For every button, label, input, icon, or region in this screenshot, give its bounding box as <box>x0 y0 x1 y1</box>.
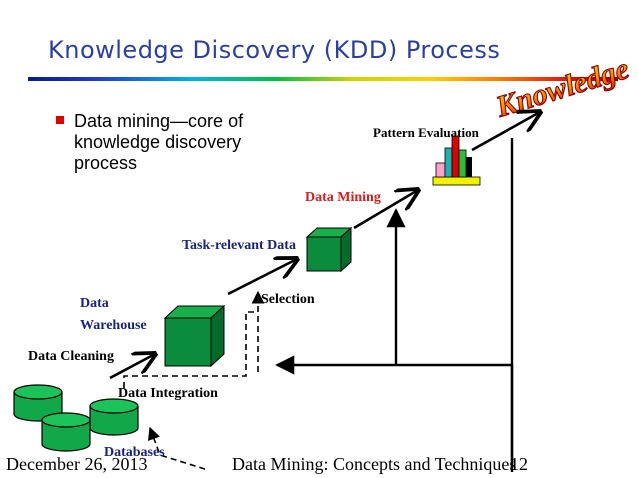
pattern-bar-chart-icon <box>432 135 481 186</box>
arrow-mining <box>353 190 418 230</box>
data-warehouse-cube-icon <box>163 304 226 368</box>
arrow-cleaning <box>109 354 155 380</box>
dashed-integration-path <box>123 311 258 388</box>
label-pattern-evaluation: Pattern Evaluation <box>373 125 480 140</box>
label-data-cleaning: Data Cleaning <box>28 349 114 364</box>
label-data-mining: Data Mining <box>305 190 381 205</box>
label-selection: Selection <box>261 292 315 307</box>
arrow-selection <box>227 259 297 296</box>
database-cylinder <box>89 398 139 436</box>
task-relevant-data-cube-icon <box>305 226 353 273</box>
slide-title: Knowledge Discovery (KDD) Process <box>48 36 501 64</box>
footer-course: Data Mining: Concepts and Techniques <box>232 454 517 474</box>
label-data-integration: Data Integration <box>118 386 218 401</box>
feedback-loops <box>275 138 514 472</box>
footer-date: December 26, 2013 <box>6 454 148 474</box>
label-task-relevant-data: Task-relevant Data <box>182 238 296 253</box>
footer-page-number: 12 <box>510 454 528 474</box>
bullet-text: Data mining—core of knowledge discovery … <box>74 111 244 173</box>
bullet-square-icon <box>56 116 64 124</box>
knowledge-wordart-text: Knowledge <box>491 52 632 124</box>
knowledge-wordart: Knowledge <box>491 52 633 125</box>
process-arrows <box>109 112 540 380</box>
dashed-feedback-arrow <box>147 426 209 471</box>
arrow-evaluation <box>471 112 540 152</box>
title-rule <box>28 77 618 81</box>
databases-icon <box>13 384 139 452</box>
label-databases: Databases <box>104 445 165 460</box>
label-data-warehouse-line1: Data <box>80 296 109 311</box>
label-data-warehouse-line2: Warehouse <box>80 318 147 333</box>
database-cylinder <box>41 412 91 452</box>
integration-dashed-arrows <box>123 290 265 471</box>
